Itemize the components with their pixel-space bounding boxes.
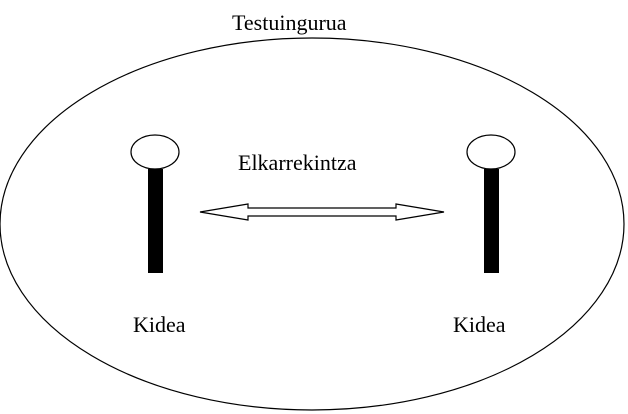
member-left-figure: [130, 134, 180, 273]
interaction-label: Elkarrekintza: [238, 150, 357, 175]
member-right-label: Kidea: [453, 312, 506, 337]
context-label: Testuingurua: [232, 10, 347, 35]
member-left-head: [130, 134, 180, 170]
member-left-body: [148, 169, 163, 273]
member-left-label: Kidea: [133, 312, 186, 337]
member-right-figure: [466, 134, 516, 273]
interaction-double-arrow: [199, 203, 445, 221]
member-right-body: [484, 169, 499, 273]
member-right-head: [466, 134, 516, 170]
context-ellipse: [0, 37, 625, 411]
